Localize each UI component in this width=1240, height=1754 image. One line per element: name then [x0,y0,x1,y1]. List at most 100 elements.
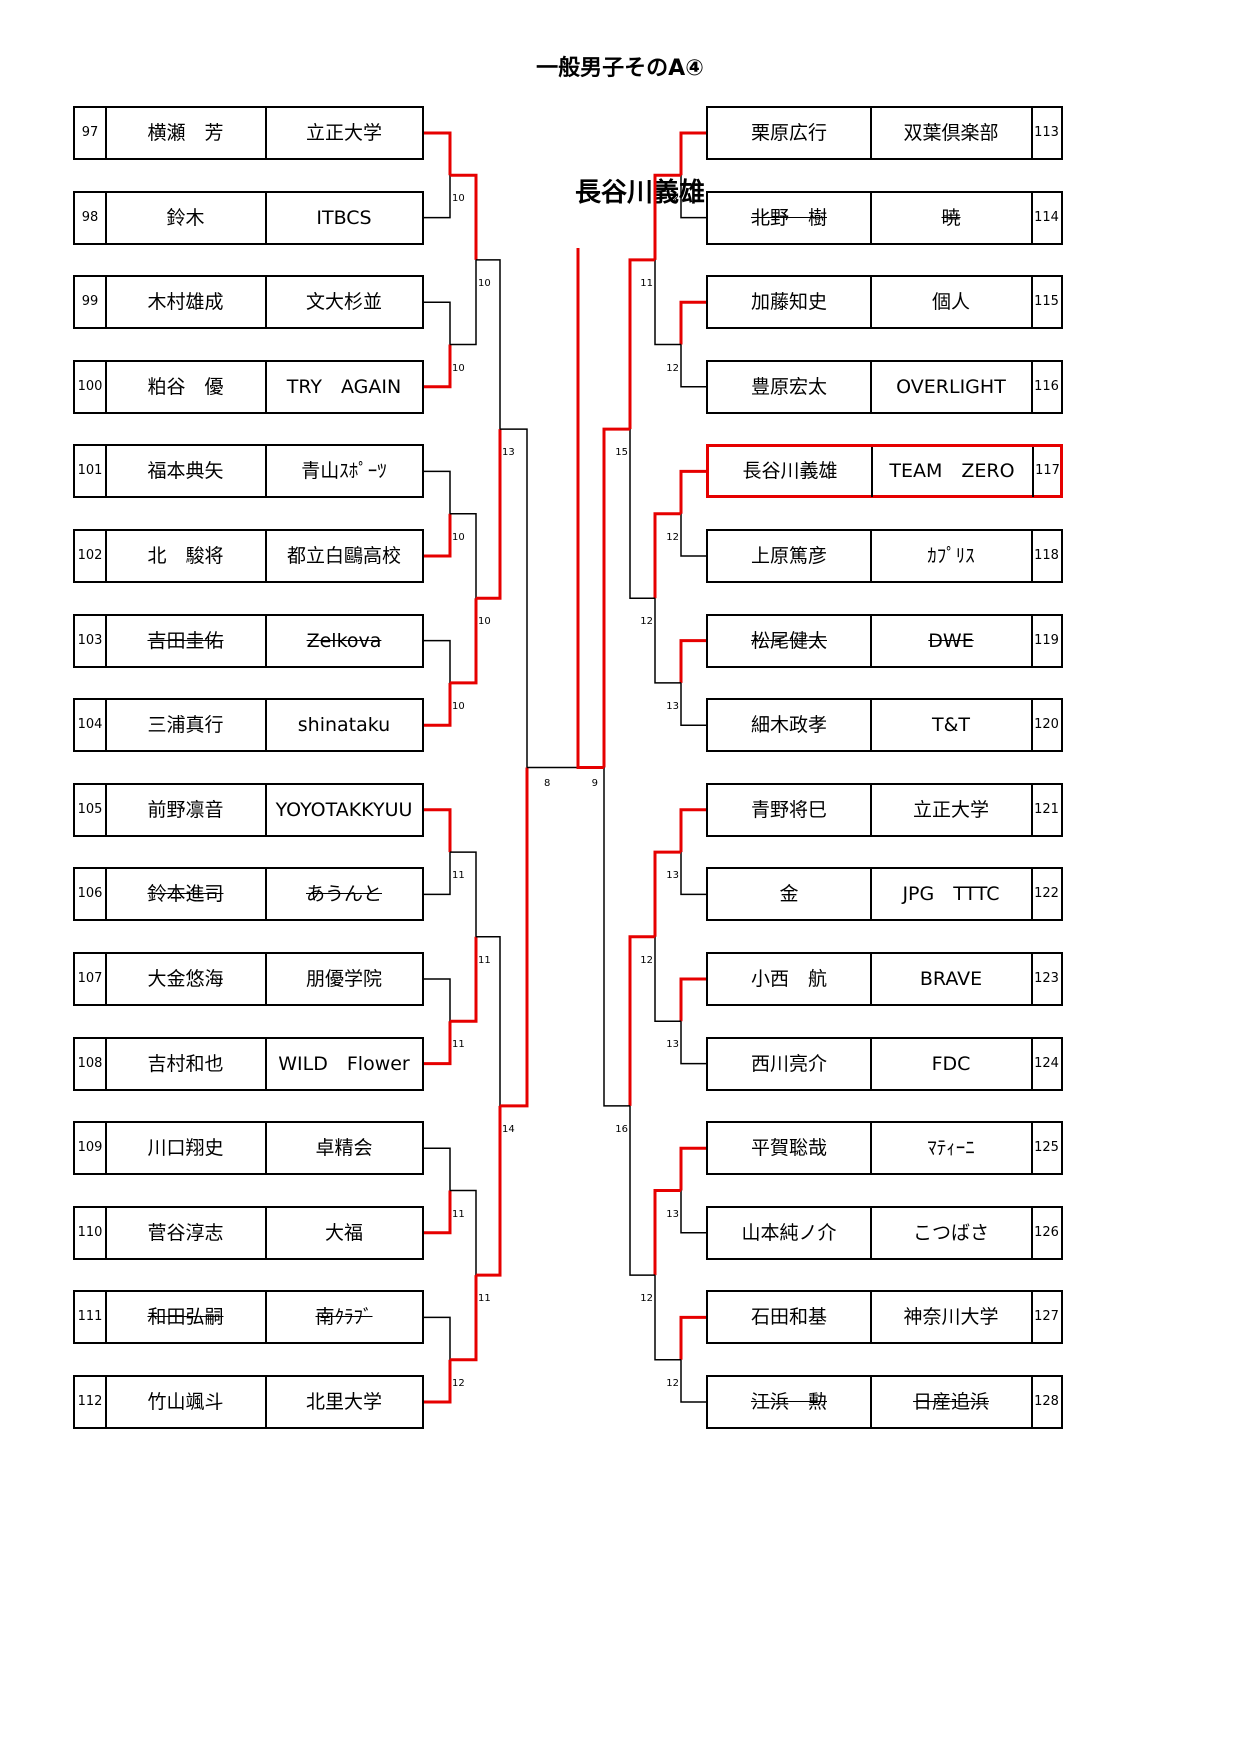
cell-divider [265,1038,267,1089]
cell-divider [105,446,107,497]
player-club: 個人 [931,291,970,314]
seed-number: 121 [1034,801,1059,817]
player-name: 上原篤彦 [750,545,827,567]
page-title: 一般男子そのA④ [536,56,704,81]
cell-divider [1031,1292,1033,1343]
winner-path [628,258,655,430]
player-name: 吉村和也 [147,1052,224,1075]
player-name: 北 駿将 [147,545,224,567]
winner-path [424,1190,452,1235]
player-name: 前野凛音 [147,798,224,821]
seed-number: 112 [77,1394,103,1409]
seed-number: 115 [1034,294,1059,310]
seed-number: 122 [1034,886,1059,902]
player-name: 北野 樹 [750,206,827,229]
cell-divider [265,784,267,835]
winner-path [424,513,452,558]
cell-divider [105,954,107,1004]
match-score: 10 [452,193,465,205]
player-name: 福本典矢 [147,460,224,483]
player-name: 石田和基 [750,1306,827,1329]
winner-path [424,808,452,853]
winner-path [679,1315,706,1360]
cell-divider [265,1123,267,1174]
match-score: 9 [591,777,598,789]
bracket-line [680,1316,706,1403]
player-name: 菅谷淳志 [147,1221,224,1244]
cell-divider [1031,361,1033,412]
player-name: 和田弘嗣 [147,1306,224,1329]
seed-number: 127 [1034,1309,1059,1325]
winner-path [653,173,681,260]
seed-number: 108 [77,1055,103,1071]
winner-path [679,808,706,853]
cell-divider [105,277,107,328]
seed-number: 107 [77,971,103,986]
seed-number: 106 [77,886,103,902]
cell-divider [265,192,267,243]
cell-divider [870,1123,872,1174]
cell-divider [1031,615,1033,666]
seed-number: 98 [81,209,99,225]
bracket-line [424,301,451,388]
match-score: 10 [452,700,465,712]
seed-number: 119 [1034,632,1059,648]
bracket-line [476,935,501,1276]
match-score: 12 [452,1377,465,1389]
player-name: 松尾健太 [750,629,827,652]
seed-number: 120 [1034,717,1059,733]
player-club: 都立白鷗高校 [286,545,401,567]
cell-divider [105,1038,107,1089]
player-club: OVERLIGHT [896,375,1006,398]
bracket-line [680,978,706,1065]
bracket-line [680,132,706,219]
seed-number: 118 [1034,548,1059,563]
player-name: 加藤知史 [750,291,827,314]
seed-number: 126 [1034,1224,1059,1240]
seed-number: 114 [1034,209,1059,225]
cell-divider [1031,192,1033,243]
match-score: 14 [502,1123,515,1135]
player-name: 豊原宏太 [750,375,827,398]
winner-path [679,469,706,514]
winner-path [576,248,604,769]
player-name: 川口翔史 [147,1137,224,1160]
seed-number: 113 [1034,125,1059,140]
winner-path [679,300,706,345]
player-name: 細木政孝 [750,714,827,737]
player-name: 竹山颯斗 [147,1391,224,1413]
player-club: T&T [931,714,971,737]
seed-number: 101 [77,463,103,479]
match-score: 11 [452,1039,465,1051]
player-name: 木村雄成 [147,291,224,314]
player-club: shinataku [297,714,391,737]
cell-divider [265,700,267,751]
player-club: 立正大学 [305,122,382,144]
winner-path [424,1359,452,1404]
player-club: TRY AGAIN [286,375,402,398]
player-entry: 上原篤彦 ｶﾌﾟﾘｽ 118 [706,529,1063,583]
match-score: 11 [452,1208,465,1220]
player-club: JPG TTTC [902,883,1000,906]
cell-divider [870,869,872,920]
player-name: 平賀聡哉 [750,1137,827,1160]
player-club: ｶﾌﾟﾘｽ [927,545,975,567]
cell-divider [1031,1038,1033,1089]
match-score: 13 [666,1039,679,1051]
cell-divider [1031,108,1033,158]
cell-divider [105,1292,107,1343]
cell-divider [265,531,267,581]
